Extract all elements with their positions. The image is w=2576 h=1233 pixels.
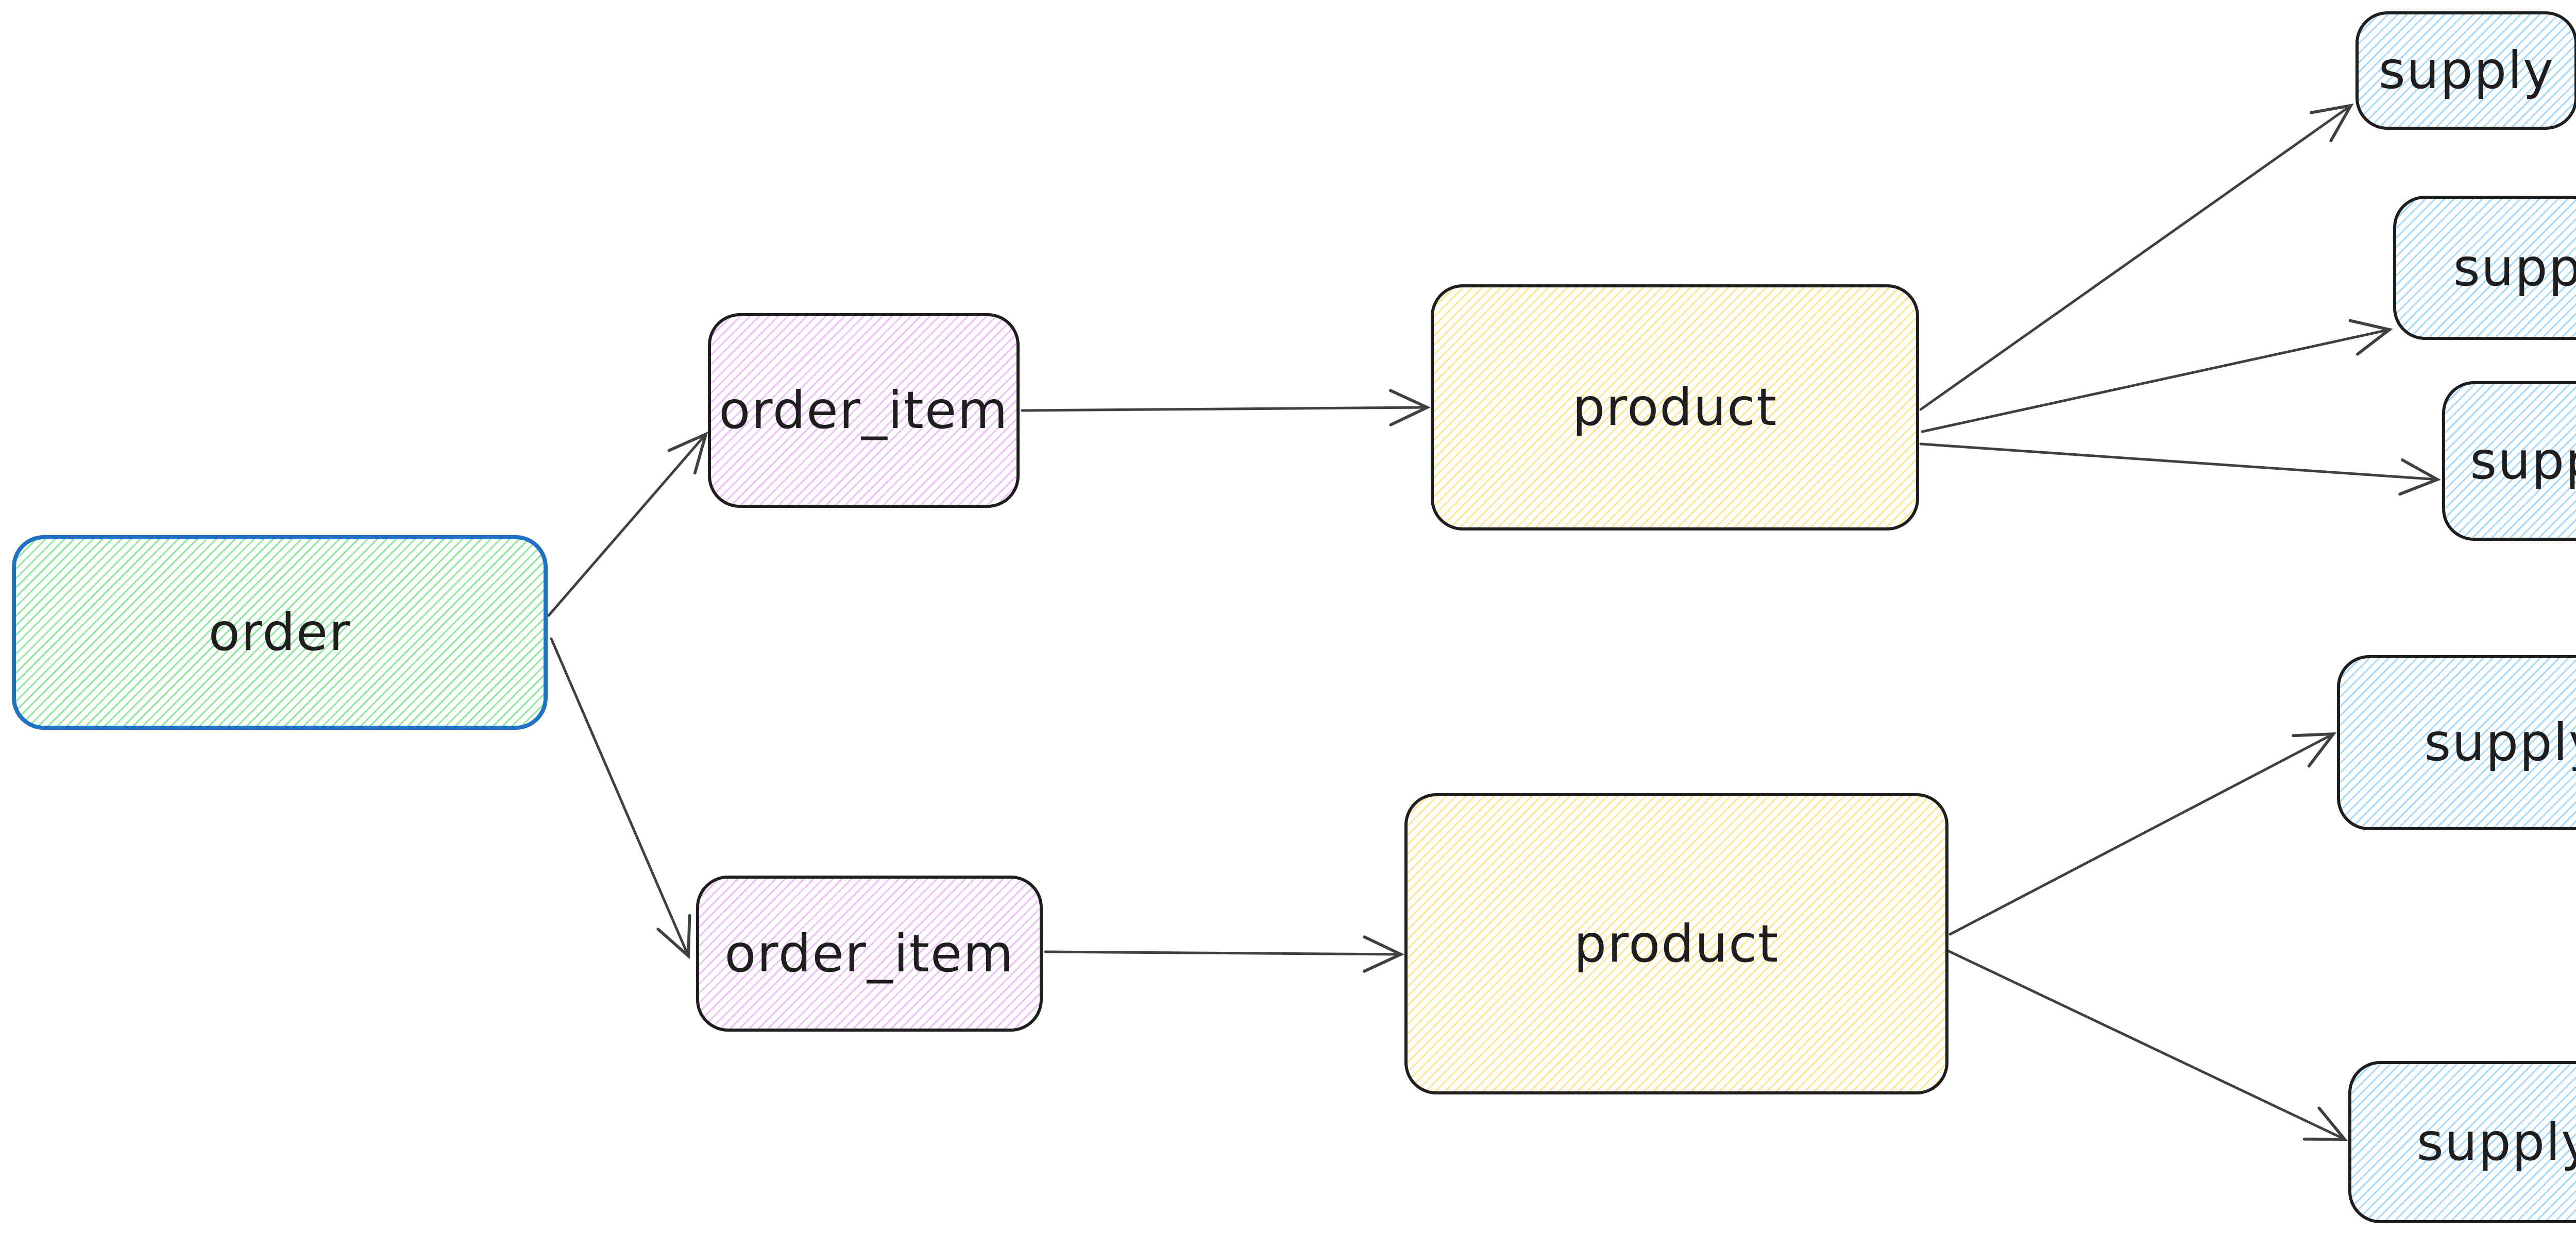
arrow-product-top-to-supply-1 [1919, 104, 2354, 411]
arrow-order-to-order-item-top [547, 431, 708, 617]
node-product-top-label: product [1572, 377, 1778, 437]
node-order-item-bottom: order_item [696, 876, 1043, 1032]
node-order: order [12, 535, 548, 730]
node-supply-3-label: supply [2470, 431, 2576, 491]
node-order-item-bottom-label: order_item [724, 923, 1014, 984]
node-product-bottom: product [1404, 793, 1948, 1094]
arrow-order-item-bottom-to-product-bottom [1044, 935, 1404, 973]
node-supply-4-label: supply [2424, 712, 2576, 773]
node-order-item-top: order_item [708, 313, 1020, 508]
node-supply-4: supply [2337, 655, 2576, 830]
node-product-top: product [1431, 284, 1919, 530]
node-supply-1: supply [2355, 11, 2576, 130]
arrow-order-item-top-to-product-top [1021, 389, 1431, 426]
arrow-product-bottom-to-supply-5 [1947, 950, 2348, 1141]
node-supply-1-label: supply [2378, 40, 2555, 100]
arrow-product-bottom-to-supply-4 [1948, 732, 2337, 936]
arrow-product-top-to-supply-2 [1921, 319, 2393, 433]
arrow-order-to-order-item-bottom [550, 637, 691, 960]
node-supply-5: supply [2348, 1061, 2576, 1223]
node-order-item-top-label: order_item [719, 380, 1009, 440]
arrow-product-top-to-supply-3 [1919, 442, 2441, 496]
node-supply-5-label: supply [2416, 1111, 2576, 1172]
node-supply-2: supply [2393, 196, 2576, 340]
node-supply-2-label: supply [2453, 237, 2576, 298]
node-order-label: order [208, 602, 351, 662]
node-product-bottom-label: product [1573, 913, 1780, 974]
node-supply-3: supply [2442, 381, 2576, 541]
